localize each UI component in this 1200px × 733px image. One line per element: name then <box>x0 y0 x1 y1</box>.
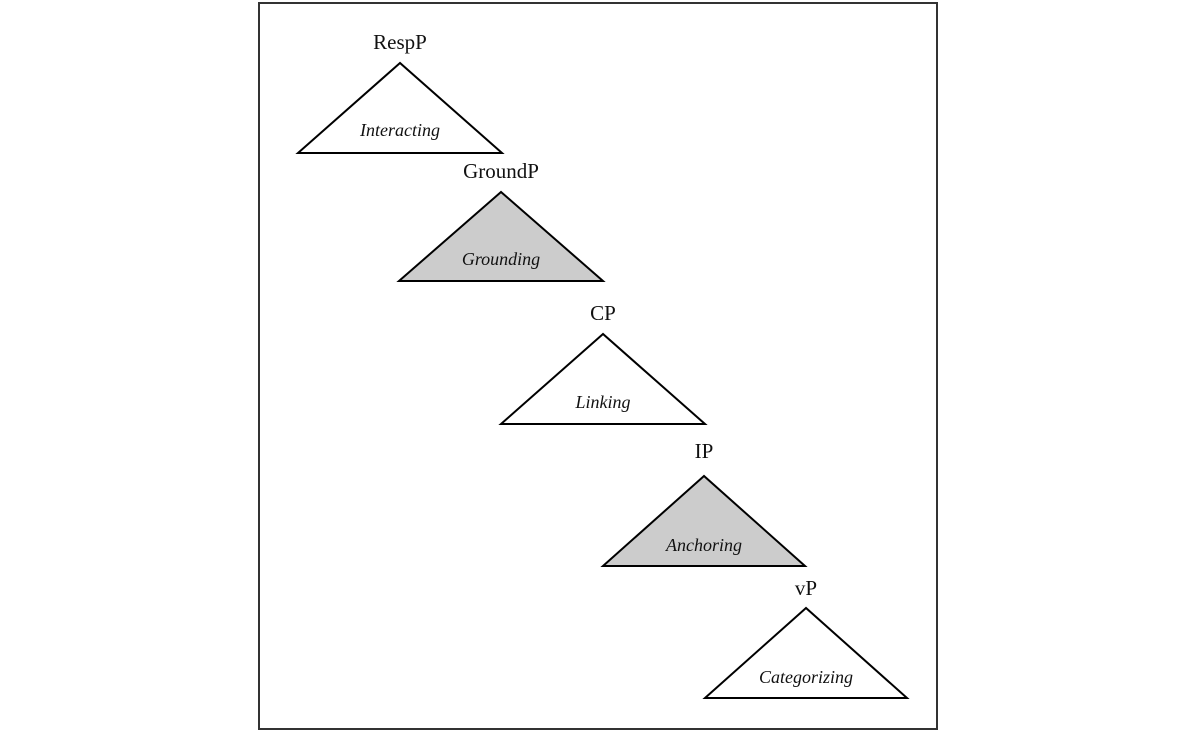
linking-domain-label: Linking <box>575 392 631 412</box>
cp-triangle <box>498 332 708 425</box>
grounding-domain-label: Grounding <box>461 249 541 269</box>
interacting-domain-label: Interacting <box>360 120 440 140</box>
vp-label: vP <box>794 576 818 600</box>
cp-label: CP <box>590 301 616 325</box>
categorizing-domain-label: Categorizing <box>758 667 854 687</box>
groundp-label: GroundP <box>463 159 539 183</box>
anchoring-domain-label: Anchoring <box>666 535 742 555</box>
respp-triangle <box>295 61 505 154</box>
ip-label: IP <box>694 439 714 463</box>
groundp-triangle <box>396 190 606 282</box>
respp-label: RespP <box>373 30 427 54</box>
vp-triangle <box>702 606 910 699</box>
ip-triangle <box>600 474 808 567</box>
